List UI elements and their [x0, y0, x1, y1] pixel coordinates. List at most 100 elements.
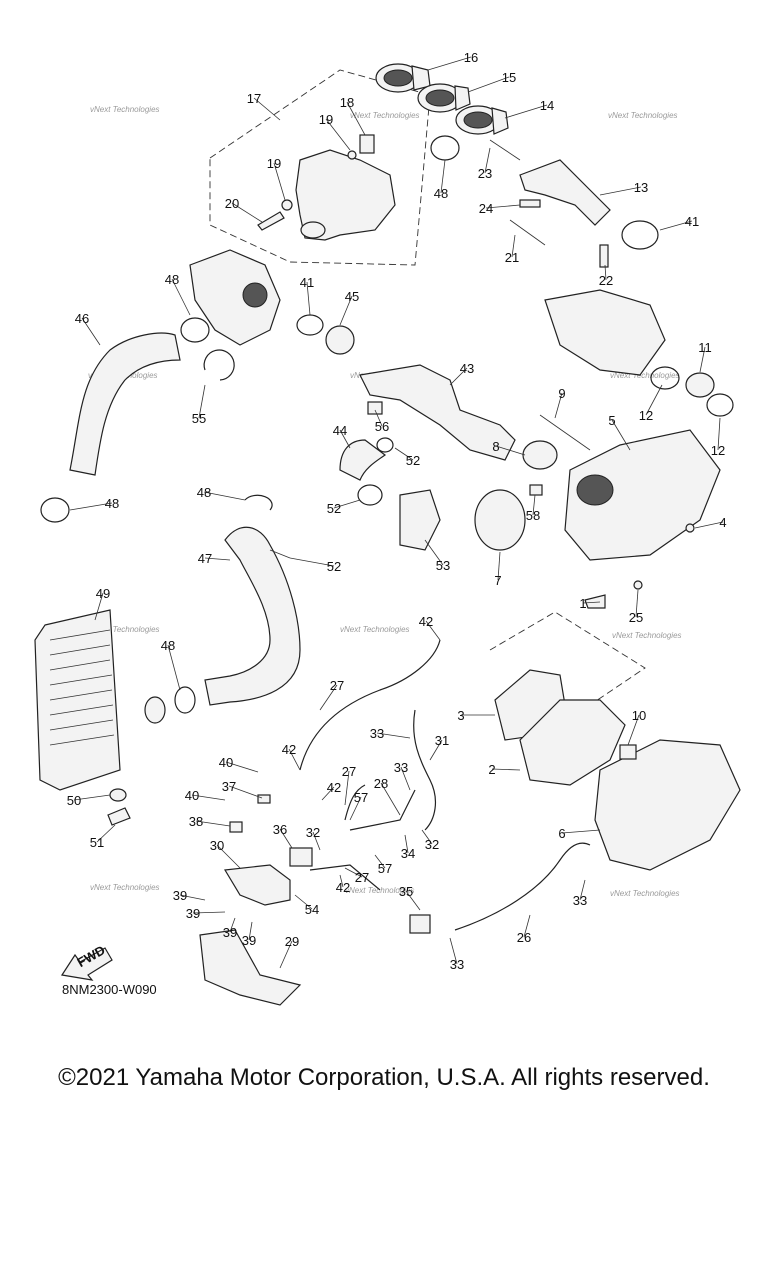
clamp-48-left	[40, 497, 70, 523]
callout-17: 17	[247, 91, 261, 106]
washer-19b	[281, 199, 293, 211]
callout-52: 52	[406, 453, 420, 468]
leader-line-48	[203, 491, 246, 501]
leader-line-15	[467, 76, 510, 93]
leader-line-44	[339, 429, 351, 449]
watermark-0: vNext Technologies	[90, 105, 160, 114]
leader-line-55	[198, 384, 206, 419]
callout-57: 57	[378, 861, 392, 876]
callout-19: 19	[319, 112, 333, 127]
callout-26: 26	[517, 930, 531, 945]
clip-55	[203, 349, 235, 381]
leader-line-42	[339, 874, 344, 888]
callout-46: 46	[75, 311, 89, 326]
callout-19: 19	[267, 156, 281, 171]
sensor-18	[359, 134, 375, 154]
watermark-9: vNext Technologies	[90, 883, 160, 892]
watermark-7: vNext Technologies	[340, 625, 410, 634]
callout-32: 32	[425, 837, 439, 852]
leader-line-51	[96, 824, 116, 843]
callout-21: 21	[505, 250, 519, 265]
watermark-11: vNext Technologies	[610, 889, 680, 898]
leader-line-49	[94, 592, 104, 621]
clip-1	[584, 594, 606, 609]
fwd-arrow: FWD	[60, 942, 113, 981]
callout-16: 16	[464, 50, 478, 65]
leader-line-48	[440, 159, 446, 194]
supercharger-inlet	[242, 282, 268, 308]
clamp-52-b	[357, 484, 383, 506]
callout-12: 12	[639, 408, 653, 423]
callout-27: 27	[342, 764, 356, 779]
leader-lines	[69, 56, 724, 969]
leader-line-10	[627, 714, 640, 746]
callout-42: 42	[327, 780, 341, 795]
leader-line-39	[179, 894, 206, 901]
callout-4: 4	[719, 515, 726, 530]
leader-line-4	[694, 521, 724, 529]
assembly-boundary-airbox	[489, 611, 646, 706]
callout-45: 45	[345, 289, 359, 304]
callout-35: 35	[399, 884, 413, 899]
leader-line-18	[346, 101, 366, 136]
callout-34: 34	[401, 846, 415, 861]
spacer-24	[519, 199, 541, 208]
leader-line-2	[491, 768, 521, 771]
clip-48-mid	[244, 494, 273, 511]
mount-50	[109, 788, 127, 802]
callout-31: 31	[435, 733, 449, 748]
callout-6: 6	[558, 826, 565, 841]
watermark-10: vNext Technologies	[345, 886, 415, 895]
leader-line-54	[294, 894, 313, 910]
valve-53	[399, 489, 441, 551]
hose-27-upper	[299, 639, 441, 771]
leader-line-43	[449, 367, 468, 386]
leader-line-12	[717, 417, 721, 451]
solenoid-36	[289, 847, 313, 867]
leader-line-50	[73, 794, 111, 801]
clamp-41-sc	[296, 314, 324, 336]
callout-50: 50	[67, 793, 81, 808]
assembly-boundary-17	[209, 69, 431, 266]
leader-line-39	[248, 921, 253, 941]
seal-8	[522, 440, 558, 470]
diagram-code: 8NM2300-W090	[62, 982, 157, 997]
bracket-51	[107, 807, 131, 826]
coupler-45	[325, 325, 355, 355]
callout-42: 42	[419, 614, 433, 629]
grommet-4	[685, 523, 695, 533]
callout-1: 1	[579, 596, 586, 611]
callout-47: 47	[198, 551, 212, 566]
leader-line-48	[167, 644, 181, 691]
leader-line-37	[228, 785, 263, 799]
leader-line-31	[429, 739, 443, 761]
grommet-56	[367, 401, 383, 415]
sensor-38	[229, 821, 243, 833]
supercharger	[189, 249, 281, 346]
intercooler-outlet	[144, 696, 166, 724]
leader-line-39	[192, 911, 226, 914]
bolt-23	[489, 139, 521, 161]
leader-line-30	[216, 844, 241, 869]
leader-line-32	[421, 829, 433, 845]
intake-boot-16	[375, 63, 431, 93]
callout-39: 39	[173, 888, 187, 903]
callout-9: 9	[558, 386, 565, 401]
callout-28: 28	[374, 776, 388, 791]
callout-40: 40	[219, 755, 233, 770]
leader-line-33	[376, 732, 411, 739]
bracket-30	[224, 864, 291, 906]
seal-7	[474, 489, 526, 551]
callout-27: 27	[355, 870, 369, 885]
leader-line-27	[344, 770, 350, 806]
leader-line-29	[279, 940, 293, 969]
callout-51: 51	[90, 835, 104, 850]
callout-43: 43	[460, 361, 474, 376]
intercooler-fins	[49, 629, 115, 746]
sensor-37	[257, 794, 271, 804]
callout-22: 22	[599, 273, 613, 288]
intake-boot-14	[455, 105, 509, 135]
leader-line-6	[561, 829, 601, 834]
leader-line-25	[635, 589, 639, 618]
leader-line-34	[404, 834, 409, 854]
